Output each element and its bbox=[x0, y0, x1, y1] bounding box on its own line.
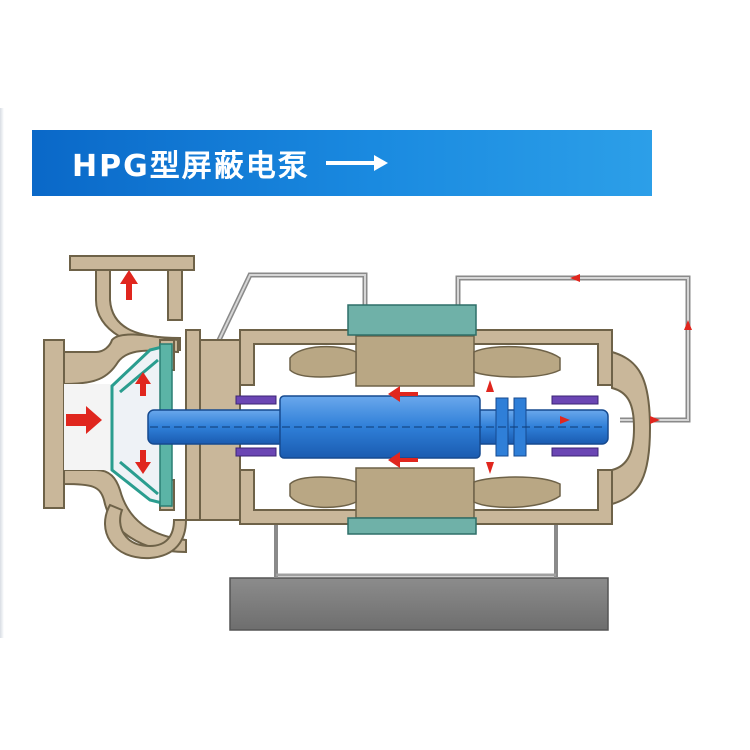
pipe-flow-marker-c bbox=[650, 416, 660, 424]
stator-core-top bbox=[289, 335, 561, 387]
rotor-up-arrow-a bbox=[486, 380, 494, 392]
base-plate bbox=[229, 577, 609, 631]
stator-core-bottom bbox=[289, 467, 561, 519]
inlet-flange bbox=[43, 339, 65, 509]
outlet-flange bbox=[69, 255, 195, 271]
front-bearing-bottom bbox=[235, 447, 277, 457]
flow-arrows bbox=[66, 270, 692, 474]
front-bearing-top bbox=[235, 395, 277, 405]
outlet-flow-arrow bbox=[120, 270, 138, 300]
top-gap-flow-arrow bbox=[388, 386, 418, 402]
impeller-up-arrow bbox=[135, 372, 151, 396]
rotor-shaft bbox=[147, 395, 609, 459]
inlet-flow-arrow bbox=[66, 406, 102, 434]
pipe-flow-marker-b bbox=[684, 320, 692, 330]
rear-chamber-arrow bbox=[560, 416, 570, 424]
page-title: HPG型屏蔽电泵 bbox=[72, 149, 310, 184]
pump-volute-casing bbox=[43, 255, 201, 560]
right-arrow-icon bbox=[325, 155, 388, 171]
terminal-block-bottom bbox=[347, 517, 477, 535]
base-assembly bbox=[229, 520, 609, 631]
bottom-gap-flow-arrow bbox=[388, 452, 418, 468]
pipe-flow-marker-a bbox=[570, 274, 580, 282]
rear-bearing-bottom bbox=[551, 447, 599, 457]
impeller-down-arrow bbox=[135, 450, 151, 474]
left-edge-rule bbox=[0, 108, 4, 638]
rotor-down-arrow-a bbox=[486, 462, 494, 474]
impeller bbox=[110, 343, 173, 507]
terminal-block-top bbox=[347, 304, 477, 336]
motor-housing bbox=[199, 329, 652, 525]
rear-bearing-top bbox=[551, 395, 599, 405]
bearings bbox=[235, 395, 599, 457]
title-banner: HPG型屏蔽电泵 bbox=[32, 130, 652, 196]
